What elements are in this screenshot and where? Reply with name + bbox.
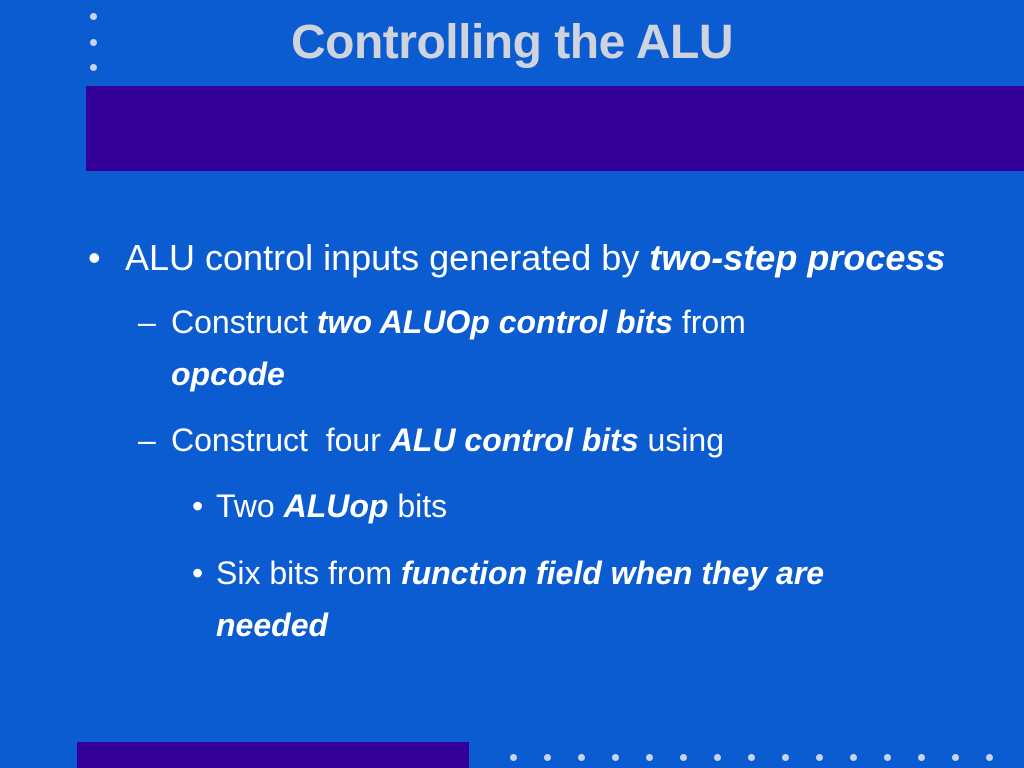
decor-dot (578, 754, 585, 761)
bullet-marker: • (88, 237, 101, 278)
bullet-text: from (672, 304, 746, 340)
decor-dot (986, 754, 993, 761)
decor-dot (90, 64, 97, 71)
decor-dot (884, 754, 891, 761)
dash-marker: – (138, 422, 156, 458)
decor-dot (510, 754, 517, 761)
bullet-emphasis: ALU control bits (389, 422, 639, 458)
decor-dot (850, 754, 857, 761)
decor-dot (714, 754, 721, 761)
title-band (86, 86, 1024, 171)
dash-marker: – (138, 304, 156, 340)
subbullet-alu-control-bits: Construct four ALU control bits using (171, 422, 724, 459)
subsubbullet-six-bits: Six bits from function field when they a… (216, 555, 824, 592)
bullet-text: Construct (171, 304, 317, 340)
bullet-text: using (638, 422, 725, 458)
bullet-text: Two (216, 488, 284, 524)
bullet-text: bits (388, 488, 448, 524)
subsubbullet-continuation: needed (216, 607, 329, 643)
bullet-marker: • (192, 488, 204, 524)
decor-dot (612, 754, 619, 761)
subsubbullet-two-aluop: Two ALUop bits (216, 488, 447, 525)
subbullet-aluop-bits: Construct two ALUOp control bits from (171, 304, 746, 341)
bullet-emphasis: function field when they are (400, 555, 825, 591)
bullet-marker: • (192, 555, 204, 591)
bullet-text: Construct four (171, 422, 390, 458)
bullet-text: Six bits from (216, 555, 401, 591)
decor-dot (748, 754, 755, 761)
subbullet-continuation: opcode (171, 356, 285, 392)
decor-dot (918, 754, 925, 761)
decor-dot (646, 754, 653, 761)
bottom-band (77, 742, 469, 768)
decor-dot (952, 754, 959, 761)
slide-title: Controlling the ALU (291, 16, 733, 69)
decor-dot (544, 754, 551, 761)
decor-dot (90, 13, 97, 20)
decor-dot (90, 39, 97, 46)
decor-dot (816, 754, 823, 761)
bullet-emphasis: two-step process (649, 237, 946, 278)
bullet-emphasis: two ALUOp control bits (316, 304, 673, 340)
decor-dot (680, 754, 687, 761)
decor-dot (782, 754, 789, 761)
bullet-emphasis: ALUop (283, 488, 389, 524)
bullet-text: ALU control inputs generated by (125, 237, 650, 278)
bullet-two-step-process: ALU control inputs generated by two-step… (125, 237, 945, 279)
